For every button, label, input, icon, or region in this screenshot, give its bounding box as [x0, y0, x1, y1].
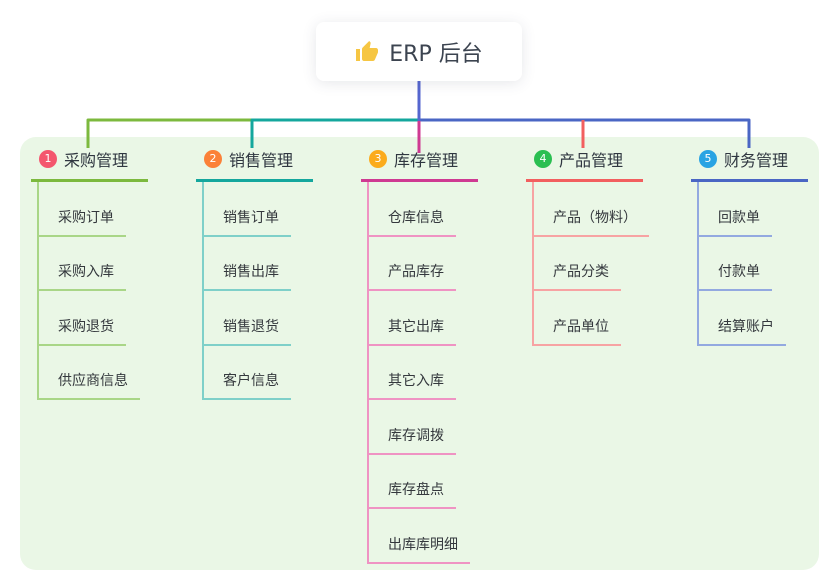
- branch-item-label[interactable]: 结算账户: [697, 316, 786, 346]
- branch-item: 结算账户: [697, 291, 839, 346]
- branch-item-label[interactable]: 产品库存: [367, 261, 456, 291]
- branch-column-5: 5 财务管理回款单付款单结算账户: [691, 146, 839, 346]
- branch-item: 其它入库: [367, 346, 521, 400]
- branch-title-label: 财务管理: [724, 151, 789, 170]
- branch-item-label[interactable]: 仓库信息: [367, 207, 456, 237]
- branch-items: 销售订单销售出库销售退货客户信息: [202, 182, 356, 400]
- branch-column-3: 3 库存管理仓库信息产品库存其它出库其它入库库存调拨库存盘点出库库明细: [361, 146, 521, 564]
- branch-item: 采购订单: [37, 182, 191, 237]
- branch-item: 付款单: [697, 237, 839, 291]
- branch-item: 库存调拨: [367, 400, 521, 455]
- branch-title-1[interactable]: 1 采购管理: [31, 146, 148, 182]
- branch-item-label[interactable]: 销售退货: [202, 316, 291, 346]
- branch-item: 采购入库: [37, 237, 191, 291]
- branch-item: 出库库明细: [367, 509, 521, 564]
- branch-items: 采购订单采购入库采购退货供应商信息: [37, 182, 191, 400]
- branch-item-label[interactable]: 采购退货: [37, 316, 126, 346]
- branch-item: 销售退货: [202, 291, 356, 346]
- branch-items: 产品（物料） 产品分类产品单位: [532, 182, 686, 346]
- branch-title-label: 采购管理: [64, 151, 129, 170]
- branch-item-label[interactable]: 库存调拨: [367, 425, 456, 455]
- branch-item: 库存盘点: [367, 455, 521, 509]
- branch-item-label[interactable]: 出库库明细: [367, 534, 470, 564]
- branch-item-label[interactable]: 销售订单: [202, 207, 291, 237]
- branch-item-label[interactable]: 产品分类: [532, 261, 621, 291]
- branch-item: 销售出库: [202, 237, 356, 291]
- branch-item-label[interactable]: 其它出库: [367, 316, 456, 346]
- branch-item-label[interactable]: 回款单: [697, 207, 772, 237]
- branch-title-label: 销售管理: [229, 151, 294, 170]
- root-node-erp[interactable]: ERP 后台: [316, 22, 522, 81]
- root-node-label: ERP 后台: [389, 41, 483, 67]
- branch-items: 仓库信息产品库存其它出库其它入库库存调拨库存盘点出库库明细: [367, 182, 521, 564]
- branch-column-4: 4 产品管理产品（物料） 产品分类产品单位: [526, 146, 686, 346]
- branch-item: 供应商信息: [37, 346, 191, 400]
- branch-badge-icon: 3: [369, 150, 387, 168]
- branch-item: 产品分类: [532, 237, 686, 291]
- branch-item-label[interactable]: 采购入库: [37, 261, 126, 291]
- branch-item: 产品单位: [532, 291, 686, 346]
- branch-title-3[interactable]: 3 库存管理: [361, 146, 478, 182]
- branches-panel: [20, 137, 819, 570]
- branch-item: 采购退货: [37, 291, 191, 346]
- branch-item: 产品库存: [367, 237, 521, 291]
- branch-badge-icon: 2: [204, 150, 222, 168]
- branch-item: 回款单: [697, 182, 839, 237]
- branch-item-label[interactable]: 其它入库: [367, 370, 456, 400]
- branch-title-4[interactable]: 4 产品管理: [526, 146, 643, 182]
- branch-items: 回款单付款单结算账户: [697, 182, 839, 346]
- branch-column-1: 1 采购管理采购订单采购入库采购退货供应商信息: [31, 146, 191, 400]
- branch-title-label: 产品管理: [559, 151, 624, 170]
- branch-item-label[interactable]: 产品（物料）: [532, 207, 649, 237]
- branch-title-label: 库存管理: [394, 151, 459, 170]
- branch-item-label[interactable]: 供应商信息: [37, 370, 140, 400]
- branch-badge-icon: 1: [39, 150, 57, 168]
- branch-badge-icon: 5: [699, 150, 717, 168]
- branch-item: 产品（物料）: [532, 182, 686, 237]
- branch-item-label[interactable]: 客户信息: [202, 370, 291, 400]
- branch-item-label[interactable]: 产品单位: [532, 316, 621, 346]
- branch-title-5[interactable]: 5 财务管理: [691, 146, 808, 182]
- branch-item-label[interactable]: 采购订单: [37, 207, 126, 237]
- branch-item: 仓库信息: [367, 182, 521, 237]
- branch-item-label[interactable]: 销售出库: [202, 261, 291, 291]
- branch-item-label[interactable]: 库存盘点: [367, 479, 456, 509]
- branch-item: 其它出库: [367, 291, 521, 346]
- branch-badge-icon: 4: [534, 150, 552, 168]
- branch-item-label[interactable]: 付款单: [697, 261, 772, 291]
- branch-title-2[interactable]: 2 销售管理: [196, 146, 313, 182]
- thumbs-up-icon: [355, 40, 379, 64]
- branch-item: 客户信息: [202, 346, 356, 400]
- branch-item: 销售订单: [202, 182, 356, 237]
- branch-column-2: 2 销售管理销售订单销售出库销售退货客户信息: [196, 146, 356, 400]
